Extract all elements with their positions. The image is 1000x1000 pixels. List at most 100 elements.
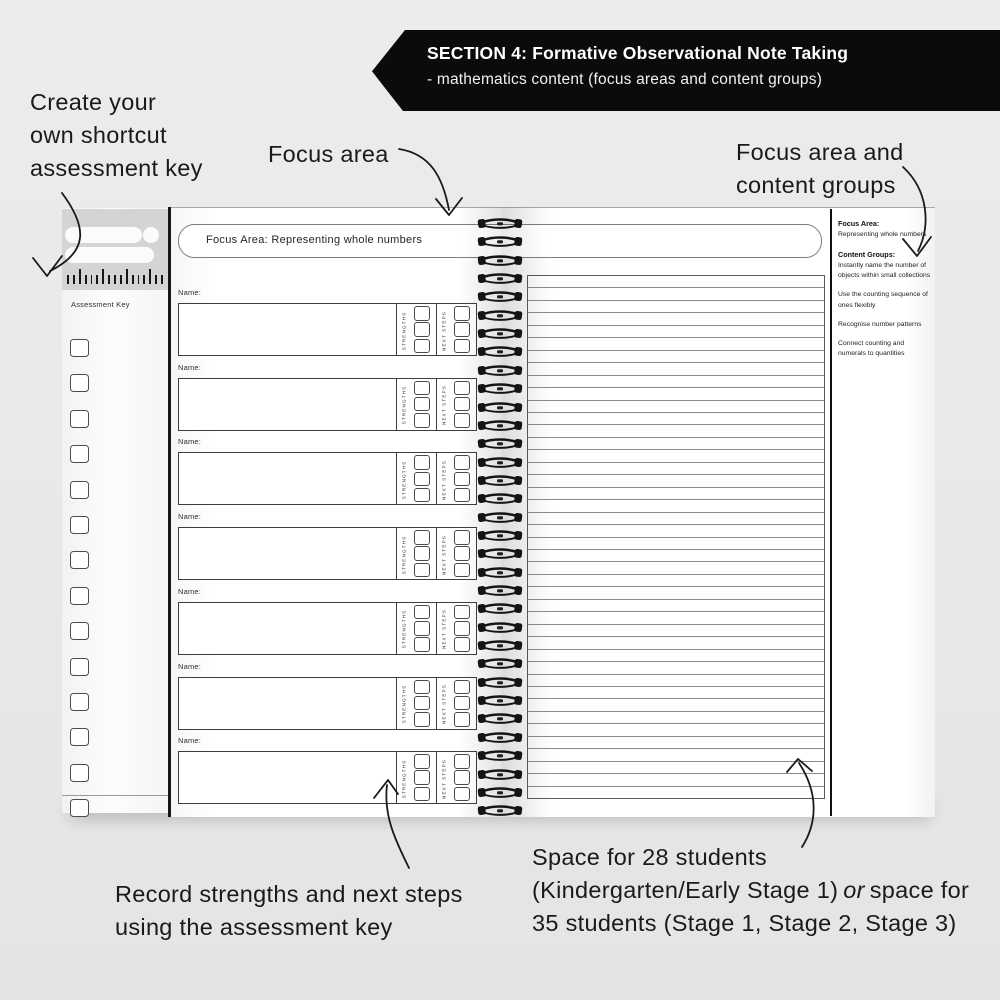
spiral-coil xyxy=(477,217,523,231)
ruled-line xyxy=(528,587,824,600)
ruler-tick xyxy=(84,275,87,284)
next-steps-label: NEXT STEPS xyxy=(441,310,446,351)
note-checkbox xyxy=(414,455,430,470)
spiral-coil xyxy=(477,676,523,690)
annotation-line: own shortcut xyxy=(30,122,167,148)
note-checkbox xyxy=(454,546,470,561)
note-checkbox xyxy=(414,306,430,321)
ruled-lines-area xyxy=(527,275,825,799)
assessment-key-checkbox xyxy=(70,799,89,818)
note-writing-space xyxy=(179,752,396,803)
ruler-tick xyxy=(155,275,158,284)
note-checkbox xyxy=(414,637,430,652)
spiral-coil xyxy=(477,345,523,359)
ruled-line xyxy=(528,500,824,513)
spiral-coil xyxy=(477,254,523,268)
page-top-edge xyxy=(170,207,935,208)
key-template-bar xyxy=(65,247,154,263)
annotation-line: 35 students (Stage 1, Stage 2, Stage 3) xyxy=(532,910,957,936)
note-checkbox xyxy=(454,306,470,321)
student-note-box: STRENGTHS NEXT STEPS xyxy=(178,601,477,655)
ruled-line xyxy=(528,475,824,488)
content-groups-list: Instantly name the number of objects wit… xyxy=(838,261,933,359)
assessment-key-page: Assessment Key xyxy=(62,208,168,818)
ruled-line xyxy=(528,675,824,687)
note-checkbox xyxy=(454,712,470,727)
note-checkbox xyxy=(454,338,470,353)
assessment-key-checkboxes xyxy=(70,339,89,834)
spiral-coil xyxy=(477,566,523,580)
note-checkbox xyxy=(454,695,470,711)
spiral-coil xyxy=(477,621,523,635)
strengths-label: STRENGTHS xyxy=(401,385,406,425)
name-label: Name: xyxy=(178,437,202,447)
annotation-line: Record strengths and next steps xyxy=(115,881,463,907)
annotation-student-space: Space for 28 students (Kindergarten/Earl… xyxy=(532,841,969,940)
name-label: Name: xyxy=(178,288,202,297)
ruler-tick xyxy=(149,269,152,284)
checkbox-column: NEXT STEPS xyxy=(436,602,476,654)
spiral-coil xyxy=(477,694,523,708)
annotation-line: Create your xyxy=(30,89,157,115)
spiral-coil xyxy=(477,712,523,726)
key-template-preview xyxy=(62,209,168,290)
spiral-coil xyxy=(477,364,523,378)
annotation-line: assessment key xyxy=(30,155,203,181)
note-checkbox xyxy=(414,562,430,578)
note-checkbox xyxy=(414,546,430,561)
assessment-key-checkbox xyxy=(70,515,89,534)
strengths-label: STRENGTHS xyxy=(401,311,406,350)
ruled-line xyxy=(528,450,824,463)
spiral-coil xyxy=(477,786,523,800)
ruled-line xyxy=(528,301,824,314)
ruled-line xyxy=(528,288,824,301)
strengths-label: STRENGTHS xyxy=(401,609,406,649)
ruled-line xyxy=(528,438,824,451)
annotation-focus-content: Focus area and content groups xyxy=(736,136,904,202)
annotation-line: using the assessment key xyxy=(115,914,393,940)
checkbox-column: STRENGTHS xyxy=(396,453,436,505)
ruled-line xyxy=(528,712,824,725)
note-checkbox xyxy=(454,754,470,769)
checkbox-column: STRENGTHS xyxy=(396,378,436,430)
spiral-coil xyxy=(477,768,523,782)
ruled-line xyxy=(528,276,824,289)
content-group-item: Connect counting and numerals to quantit… xyxy=(838,340,905,358)
strengths-label: STRENGTHS xyxy=(401,759,406,799)
ruler-tick xyxy=(67,275,69,284)
ruler-tick xyxy=(78,269,81,284)
strengths-label: STRENGTHS xyxy=(401,535,406,574)
spiral-coil xyxy=(477,492,523,506)
strengths-label: STRENGTHS xyxy=(401,684,406,724)
assessment-key-checkbox xyxy=(70,763,89,782)
spiral-coil xyxy=(477,382,523,396)
note-checkbox xyxy=(454,637,470,652)
next-steps-label: NEXT STEPS xyxy=(441,684,446,725)
ruler-tick xyxy=(96,275,99,284)
ruled-line xyxy=(528,388,824,401)
student-block: Name: STRENGTHS NEXT STEPS xyxy=(178,288,477,356)
ruled-line xyxy=(528,724,824,737)
checkbox-column: STRENGTHS xyxy=(396,528,436,580)
spiral-coil xyxy=(477,272,523,286)
note-checkbox xyxy=(454,471,470,487)
assessment-key-checkbox xyxy=(70,551,89,570)
ruled-line xyxy=(528,637,824,650)
note-checkbox xyxy=(414,413,430,428)
ruled-line xyxy=(528,313,824,326)
ruled-line xyxy=(528,413,824,426)
spiral-coil xyxy=(477,749,523,763)
note-checkbox xyxy=(414,380,430,396)
content-sidebar: Focus Area: Representing whole numbers C… xyxy=(838,219,933,368)
ruled-line xyxy=(528,650,824,663)
ruled-line xyxy=(528,687,824,700)
note-checkbox xyxy=(414,530,430,545)
key-template-bar xyxy=(65,227,142,243)
annotation-text: space for xyxy=(869,877,970,903)
